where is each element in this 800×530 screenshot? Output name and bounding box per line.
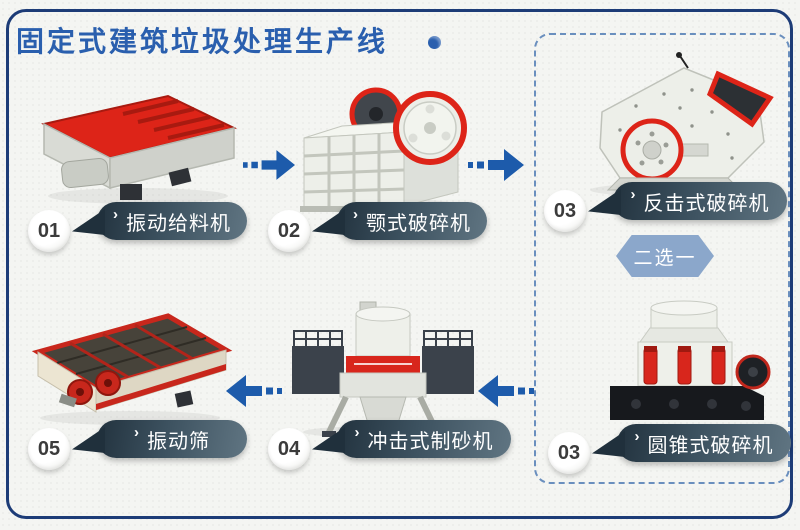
jaw-crusher-illustration [300,87,467,213]
chevron-icon: › [113,205,119,223]
step-label: 圆锥式破碎机 [647,434,774,457]
step-label-pill: › 冲击式制砂机 [337,420,511,458]
step-number-badge: 04 [268,428,310,470]
choice-hexagon: 二选一 [616,235,714,277]
sand-maker-illustration [292,301,474,438]
cone-crusher-illustration [610,300,771,420]
step-number-badge: 05 [28,428,70,470]
cone-crusher-image [596,298,774,424]
step-label-pill: › 振动筛 [97,420,247,458]
jaw-crusher-image [292,76,478,214]
arrow-right-icon [468,149,524,186]
step-number-badge: 02 [268,210,310,252]
step-05-vibrating-screen: 05 › 振动筛 [28,420,247,470]
step-03-impact-crusher: 03 › 反击式破碎机 [544,182,787,232]
arrow-left-icon [226,375,282,412]
step-label: 反击式破碎机 [643,192,770,215]
step-03-cone-crusher: 03 › 圆锥式破碎机 [548,424,791,474]
step-04-sand-maker: 04 › 冲击式制砂机 [268,420,511,470]
step-02-jaw-crusher: 02 › 颚式破碎机 [268,202,487,252]
chevron-icon: › [630,185,637,203]
crusher-choice-dashed-box [534,33,790,484]
chevron-icon: › [634,427,641,445]
chevron-icon: › [134,423,140,441]
chevron-icon: › [354,423,361,441]
step-number-badge: 03 [544,190,586,232]
step-number-badge: 03 [548,432,590,474]
vibrating-feeder-illustration [41,94,237,204]
vibrating-screen-illustration [31,313,233,425]
step-01-vibrating-feeder: 01 › 振动给料机 [28,202,247,252]
impact-crusher-image [572,50,784,198]
step-label: 振动筛 [147,430,210,453]
vibrating-screen-image [24,308,236,426]
step-label-pill: › 振动给料机 [97,202,247,240]
title-dot-icon [428,36,441,49]
step-label: 振动给料机 [126,212,231,235]
step-number-badge: 01 [28,210,70,252]
sand-maker-image [284,300,482,438]
chevron-icon: › [353,205,359,223]
step-label-pill: › 反击式破碎机 [613,182,787,220]
page-title: 固定式建筑垃圾处理生产线 [16,26,389,57]
choice-label: 二选一 [633,247,697,269]
step-label-pill: › 颚式破碎机 [337,202,487,240]
impact-crusher-illustration [590,52,774,197]
step-label-pill: › 圆锥式破碎机 [617,424,791,462]
step-label: 冲击式制砂机 [367,430,494,453]
step-label: 颚式破碎机 [366,212,471,235]
vibrating-feeder-image [28,84,248,206]
arrow-left-icon [478,375,534,412]
arrow-right-icon [243,149,295,186]
